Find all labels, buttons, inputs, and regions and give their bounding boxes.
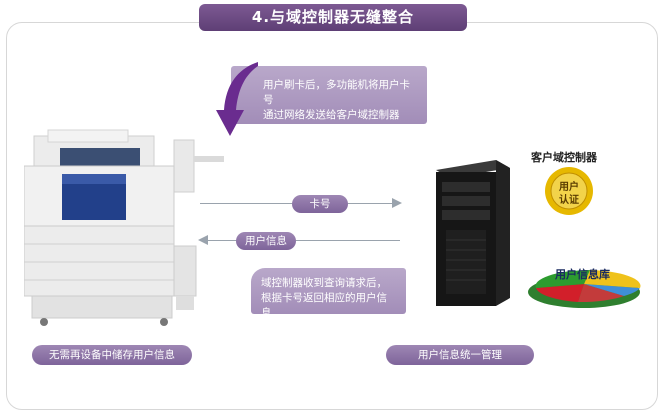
arrow-right-icon [392, 198, 402, 208]
user-auth-badge-icon [545, 167, 593, 215]
database-label: 用户信息库 [555, 268, 610, 281]
user-info-arrow-line [204, 240, 400, 241]
callout-card-send-line2: 通过网络发送给客户域控制器 [263, 109, 400, 121]
user-database-pie-icon [528, 270, 641, 308]
callout-user-return-line2: 根据卡号返回相应的用户信息 [261, 292, 387, 319]
footer-left-tag: 无需再设备中储存用户信息 [32, 345, 192, 365]
server-tower-icon [436, 160, 510, 306]
arrow-left-icon [198, 235, 208, 245]
page-title: 4.与域控制器无缝整合 [199, 4, 467, 31]
callout-user-return: 域控制器收到查询请求后， 根据卡号返回相应的用户信息 [251, 268, 406, 319]
user-info-tag: 用户信息 [236, 232, 296, 250]
callout-card-send-line1: 用户刷卡后，多功能机将用户卡号 [263, 79, 410, 106]
badge-line1: 用户 [559, 182, 579, 193]
footer-right-tag: 用户信息统一管理 [386, 345, 534, 365]
badge-line2: 认证 [559, 195, 579, 206]
card-number-tag: 卡号 [292, 195, 348, 213]
callout-user-return-line1: 域控制器收到查询请求后， [261, 277, 387, 289]
server-title: 客户域控制器 [531, 151, 597, 164]
callout-card-send: 用户刷卡后，多功能机将用户卡号 通过网络发送给客户域控制器 [231, 66, 427, 124]
curved-arrow-icon [216, 62, 258, 136]
multifunction-printer-icon [24, 129, 224, 326]
